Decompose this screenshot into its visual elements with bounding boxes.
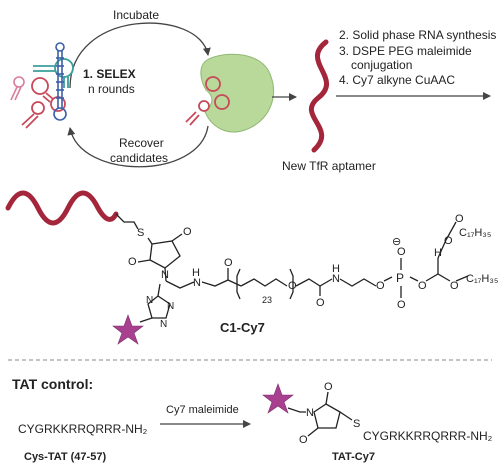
atom-h-amide: H [192, 267, 200, 279]
atom-n-triazole-1: N [146, 295, 153, 306]
atom-n-triazole-3: N [160, 319, 167, 330]
peg-bracket-right [289, 268, 294, 300]
linker-chain [115, 213, 139, 230]
atom-o-ester: O [316, 297, 325, 309]
atom-o-phos-eq: O [397, 299, 406, 311]
tfr-aptamer-helix [309, 39, 329, 153]
carbonyl-left [137, 259, 151, 263]
recover-label-line2: candidates [110, 151, 168, 165]
thioether-bond [147, 237, 153, 245]
phosphate-charge: ⊖ [392, 236, 401, 248]
rna-red-structure [21, 77, 66, 129]
tat-atom-o-top: O [324, 381, 333, 393]
atom-o-carbonyl-2: O [128, 256, 137, 268]
aptamer-label: New TfR aptamer [282, 159, 376, 173]
lower-ester [455, 275, 469, 282]
tat-peptide-sequence: CYGRKKRRQRRR-NH₂ [18, 422, 148, 436]
atom-o-lower: O [450, 280, 459, 292]
step-4-text: 4. Cy7 alkyne CuAAC [339, 73, 455, 87]
dye-linker [139, 317, 153, 323]
recover-arrow [67, 125, 209, 168]
step-3-continuation: conjugation [351, 58, 412, 72]
atom-p: P [396, 271, 404, 285]
carbonyl-top [171, 233, 183, 242]
atom-o-upper: O [444, 235, 453, 247]
atom-h-2: H [332, 263, 340, 275]
atom-o-phos-2: O [418, 280, 427, 292]
upper-ester [437, 239, 447, 259]
tat-control-heading: TAT control: [12, 376, 93, 392]
tat-peptide-name: Cys-TAT (47-57) [24, 451, 106, 463]
cy7-maleimide-label: Cy7 maleimide [166, 404, 239, 416]
tat-cy7-dye-star-icon [262, 383, 294, 414]
rna-library-icon [10, 42, 74, 129]
target-protein-complex [185, 53, 275, 133]
selex-cycle: Incubate 1. SELEX n rounds Recover candi… [67, 8, 211, 168]
lipid-chain-lower: C₁₇H₃₅ [466, 273, 498, 285]
rna-blue-hairpin [53, 42, 67, 121]
atom-o-upper-carbonyl: O [455, 213, 464, 225]
atom-n-2: N [332, 273, 340, 285]
compound-name-label: C1-Cy7 [220, 320, 265, 335]
cy7-dye-star-icon [112, 314, 144, 345]
peg-repeat-count: 23 [262, 295, 272, 305]
tat-s-bond [339, 411, 353, 421]
lipid-chain-upper: C₁₇H₃₅ [459, 227, 491, 239]
rna-teal-structure [33, 58, 74, 88]
p-o-bond-2 [409, 276, 419, 282]
tat-atom-n: N [306, 407, 314, 419]
ethyl-linker [339, 278, 377, 287]
atom-h-stereo: H [434, 247, 442, 259]
target-protein-blob [200, 53, 275, 133]
amide-segment [201, 279, 242, 287]
triazole-link [157, 283, 161, 297]
tat-atom-o-bottom: O [299, 434, 308, 446]
triazole-ring [147, 295, 171, 319]
atom-o-phos-1: O [376, 280, 385, 292]
tat-carbonyl-bottom [307, 427, 319, 437]
bound-aptamer [185, 76, 230, 126]
aptamer-helix-horizontal [5, 190, 119, 226]
atom-o-amide: O [224, 257, 233, 269]
atom-o-minus: O [397, 246, 406, 258]
tat-product-sequence: CYGRKKRRQRRR-NH₂ [363, 429, 493, 443]
tat-succinimide [287, 391, 353, 437]
glycerol-backbone [425, 273, 451, 282]
tat-linker [287, 407, 306, 413]
peg-bracket-left [236, 268, 241, 300]
step-3-text: 3. DSPE PEG maleimide [339, 44, 472, 58]
peg-chain-1 [240, 278, 288, 287]
atom-s: S [137, 227, 144, 239]
backbone-a [165, 280, 195, 289]
atom-n-imide: N [161, 269, 169, 281]
tat-product-name: TAT-Cy7 [332, 451, 375, 463]
tat-atom-s: S [353, 418, 360, 430]
atom-n-amide: N [193, 277, 201, 289]
peg-chain-2 [295, 278, 333, 287]
atom-o-carbonyl: O [183, 226, 192, 238]
atom-o-peg: O [288, 280, 297, 292]
step-2-text: 2. Solid phase RNA synthesis [339, 28, 496, 42]
synthesis-steps: 2. Solid phase RNA synthesis 3. DSPE PEG… [336, 28, 496, 100]
atom-n-triazole-2: N [167, 301, 174, 312]
tat-succinimide-ring [313, 403, 341, 429]
recover-label-line1: Recover [119, 136, 164, 150]
succinimide-ring [149, 240, 181, 269]
structure-atom-labels: S O O N H N O O O N H O P O O O H O O O … [128, 213, 498, 330]
incubate-arrow [69, 22, 211, 89]
selex-rounds-label: n rounds [88, 82, 135, 96]
p-o-bond [383, 276, 393, 282]
tat-carbonyl-top [325, 391, 329, 405]
incubate-label: Incubate [113, 8, 159, 22]
n-substituent [164, 267, 167, 282]
c1-cy7-structure [5, 190, 469, 323]
selex-step-label: 1. SELEX [83, 67, 136, 81]
rna-pink-hairpin [10, 76, 25, 101]
upper-carbonyl [445, 221, 457, 241]
